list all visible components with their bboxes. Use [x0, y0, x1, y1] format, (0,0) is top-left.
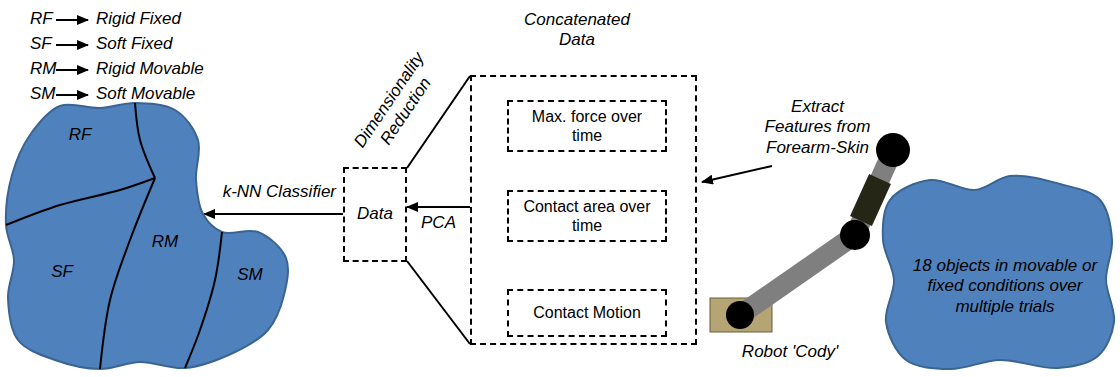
legend-text: Rigid Movable	[96, 59, 204, 79]
forearm-skin	[861, 179, 880, 221]
legend-arrow	[56, 19, 88, 21]
blob-shape	[6, 103, 288, 369]
box-label: Contact Motion	[533, 303, 641, 322]
abbreviation: SM	[30, 84, 56, 104]
region-label: RM	[152, 232, 178, 252]
step-label: Dimensionality Reduction	[345, 41, 452, 172]
robot-upper-arm	[740, 235, 855, 315]
edge-label: k-NN Classifier	[223, 182, 336, 202]
legend-text: Rigid Fixed	[96, 9, 181, 29]
box-label: Data	[357, 204, 393, 224]
robot-joint	[726, 301, 754, 329]
region-border	[100, 178, 155, 369]
concatenated-data-box: Concatenated DataMax. force over timeCon…	[470, 75, 697, 345]
box-label: Contact area over time	[521, 197, 653, 235]
region-label: 18 objects in movable or fixed condition…	[910, 256, 1100, 317]
class-region-map: RF SF RM SM	[5, 100, 292, 372]
robot-joint	[876, 133, 910, 167]
pca-arrow	[407, 206, 470, 208]
legend-arrow	[56, 69, 88, 71]
region-label: RF	[69, 125, 92, 145]
data-box: Data	[343, 167, 407, 262]
legend-text: Soft Fixed	[96, 34, 173, 54]
blob-shape	[883, 176, 1114, 369]
feature-box: Contact Motion	[507, 289, 667, 337]
edge-label: PCA	[421, 213, 456, 233]
region-border	[135, 103, 155, 178]
abbreviation: SF	[30, 34, 52, 54]
abbreviation: RF	[30, 9, 53, 29]
legend-text: Soft Movable	[96, 84, 195, 104]
robot-joint	[840, 220, 870, 250]
region-label: SM	[237, 265, 263, 285]
abbreviation: RM	[30, 59, 56, 79]
node-heading: Concatenated Data	[517, 10, 637, 51]
robot-name: Robot 'Cody'	[742, 342, 838, 362]
robot-arm	[710, 133, 910, 332]
step-label: Extract Features from Forearm-Skin	[760, 97, 875, 158]
legend-arrows	[56, 20, 88, 95]
feature-box: Contact area over time	[507, 190, 667, 242]
region-border	[6, 178, 155, 225]
legend-arrow	[56, 94, 88, 96]
object-set-blob: 18 objects in movable or fixed condition…	[880, 172, 1117, 372]
feature-arrow	[702, 166, 772, 182]
feature-box: Max. force over time	[507, 100, 667, 152]
region-border	[185, 232, 222, 368]
box-label: Max. force over time	[521, 107, 653, 145]
classifier-arrow	[204, 213, 343, 215]
region-label: SF	[51, 262, 73, 282]
legend-arrow	[56, 44, 88, 46]
funnel-line	[407, 261, 470, 344]
blob-outline	[5, 100, 292, 372]
